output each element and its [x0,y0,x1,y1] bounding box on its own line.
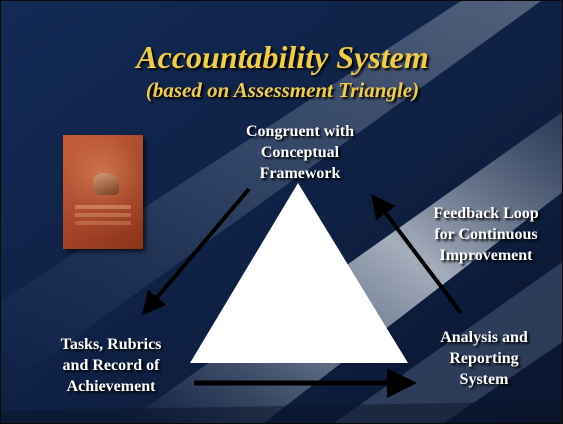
label-analysis-reporting-line-3: System [459,371,509,388]
book-cover-text [75,205,131,209]
label-analysis-reporting: Analysis and Reporting System [409,327,559,390]
label-feedback-loop-line-1: Feedback Loop [433,205,539,222]
label-tasks-rubrics: Tasks, Rubrics and Record of Achievement [36,334,186,397]
slide-title: Accountability System [136,39,429,75]
label-tasks-rubrics-line-3: Achievement [66,378,156,395]
label-feedback-loop: Feedback Loop for Continuous Improvement [411,203,561,266]
label-conceptual-framework-line-1: Congruent with [245,123,354,140]
assessment-triangle [190,183,408,363]
arrow-top-to-bottom-left [141,187,251,316]
label-conceptual-framework: Congruent with Conceptual Framework [225,121,375,184]
book-cover-figure [93,173,119,195]
label-analysis-reporting-line-2: Reporting [449,350,519,367]
book-cover-image [63,135,143,249]
label-feedback-loop-line-3: Improvement [439,247,533,264]
arrow-bottom-right-to-top [371,194,463,315]
label-analysis-reporting-line-1: Analysis and [440,329,528,346]
label-feedback-loop-line-2: for Continuous [434,226,538,243]
label-conceptual-framework-line-2: Conceptual [260,144,340,161]
label-conceptual-framework-line-3: Framework [259,165,341,182]
slide-subtitle: (based on Assessment Triangle) [145,78,420,102]
label-tasks-rubrics-line-1: Tasks, Rubrics [60,336,162,353]
label-tasks-rubrics-line-2: and Record of [62,357,160,374]
